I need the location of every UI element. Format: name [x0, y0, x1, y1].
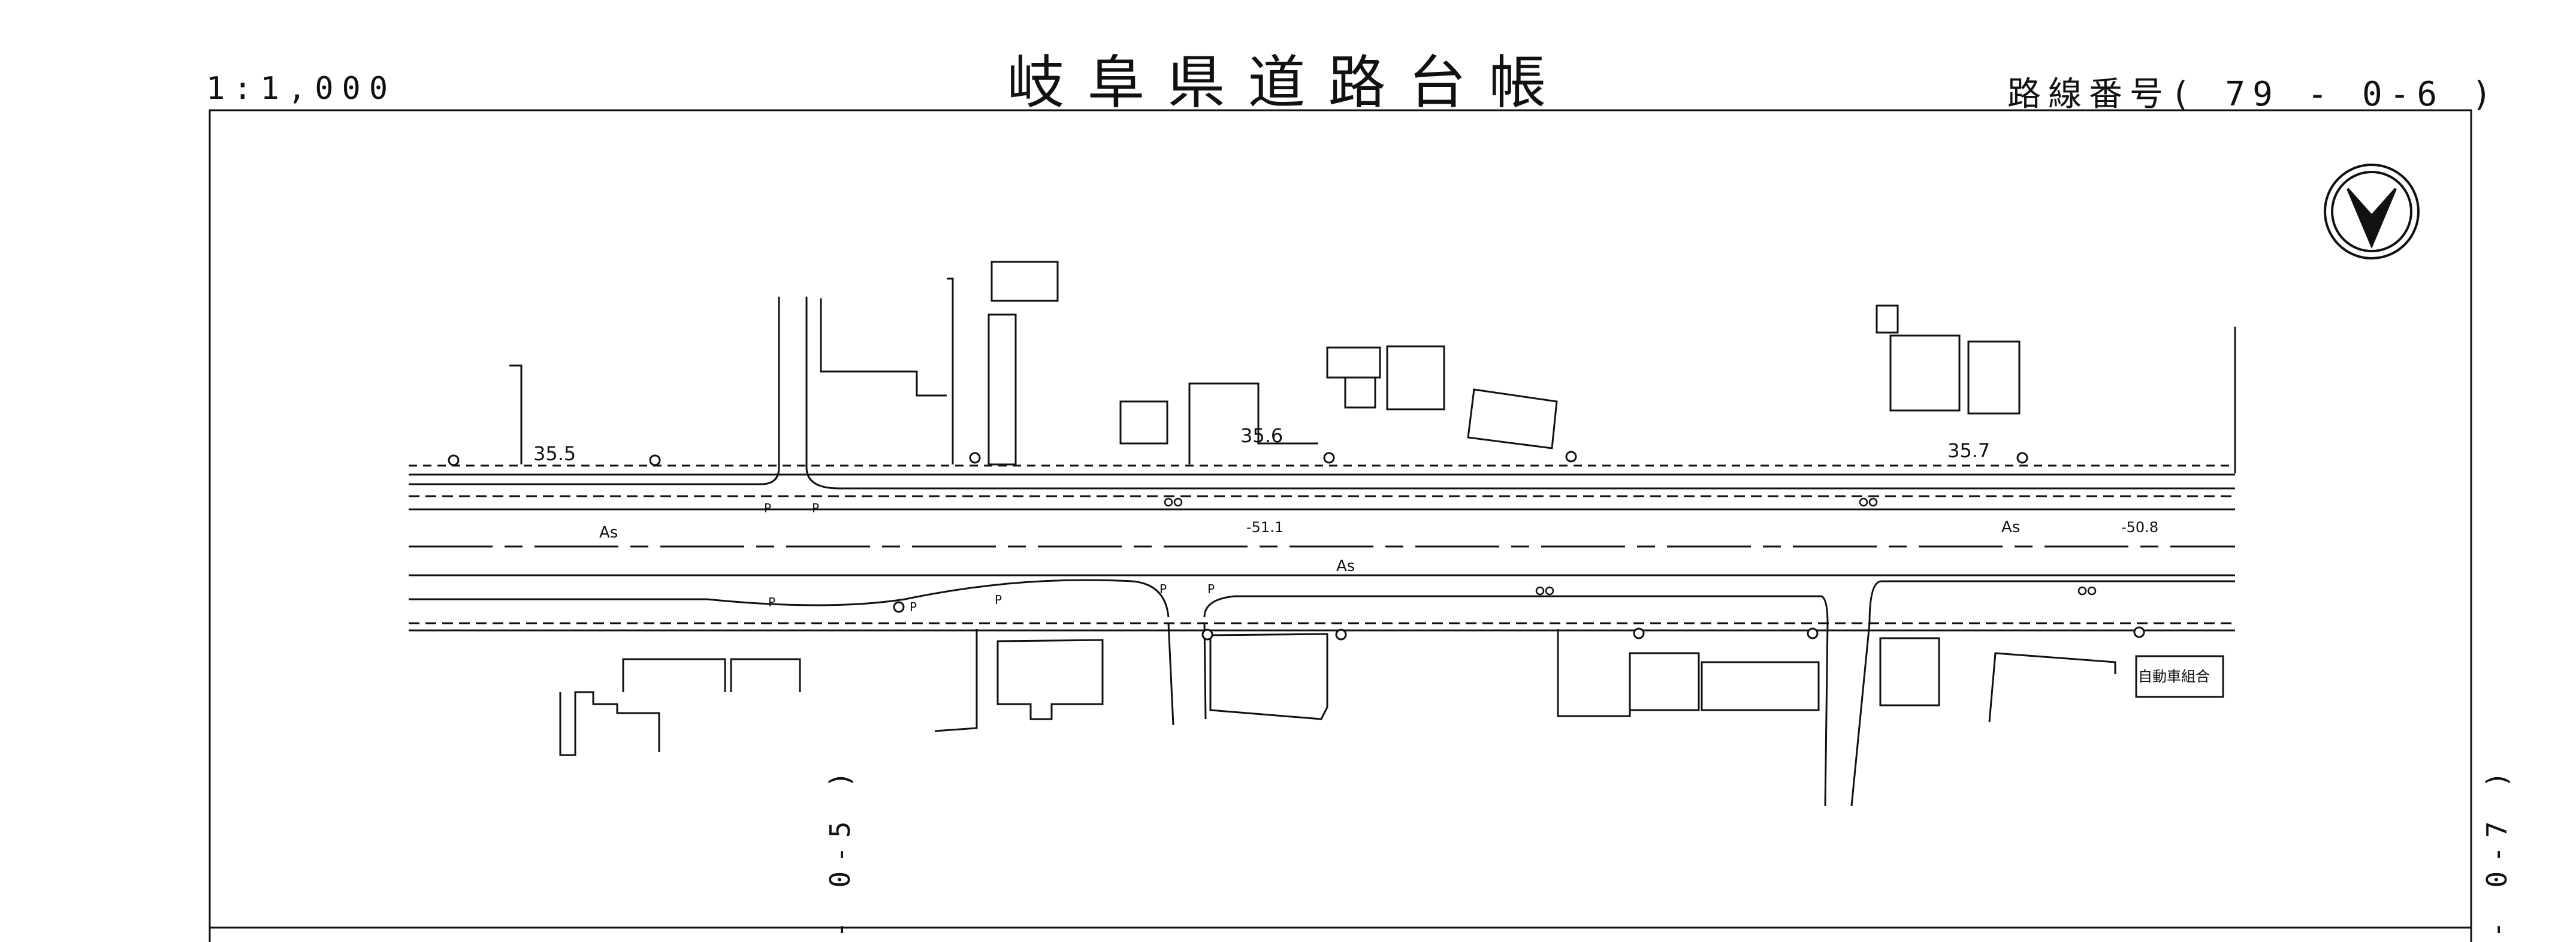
surface-label: As [2001, 518, 2020, 536]
side-streets [778, 297, 2236, 807]
sheet-title: 岐阜県道路台帳 [1007, 49, 1569, 116]
pole-mark: P [1207, 582, 1215, 596]
bicycle-icon [1164, 497, 2097, 596]
pole-mark: P [812, 501, 819, 515]
pole-mark: P [995, 593, 1002, 607]
pole-mark: P [768, 595, 775, 609]
buildings-north [509, 261, 2021, 466]
sheet-frame [209, 109, 2472, 942]
elevation-label: 35.6 [1240, 424, 1283, 447]
road-edges [409, 464, 2235, 632]
pole-mark: P [764, 501, 771, 515]
north-arrow-icon [2324, 164, 2420, 259]
pole-mark: P [1159, 582, 1167, 596]
surface-label: As [1336, 557, 1355, 575]
route-number: 路線番号( 79 - 0-6 ) [2007, 75, 2499, 114]
surface-label: As [599, 524, 618, 542]
elevation-label: 35.5 [533, 442, 576, 465]
station-label: -51.1 [1246, 519, 1284, 536]
map-scale: 1:1,000 [206, 71, 397, 107]
utility-poles [448, 451, 2145, 641]
building-label: 自動車組合 [2138, 668, 2210, 685]
pole-mark: P [910, 600, 917, 614]
station-label: -50.8 [2121, 519, 2158, 536]
buildings-south [559, 629, 2224, 756]
elevation-label: 35.7 [1947, 439, 1990, 462]
